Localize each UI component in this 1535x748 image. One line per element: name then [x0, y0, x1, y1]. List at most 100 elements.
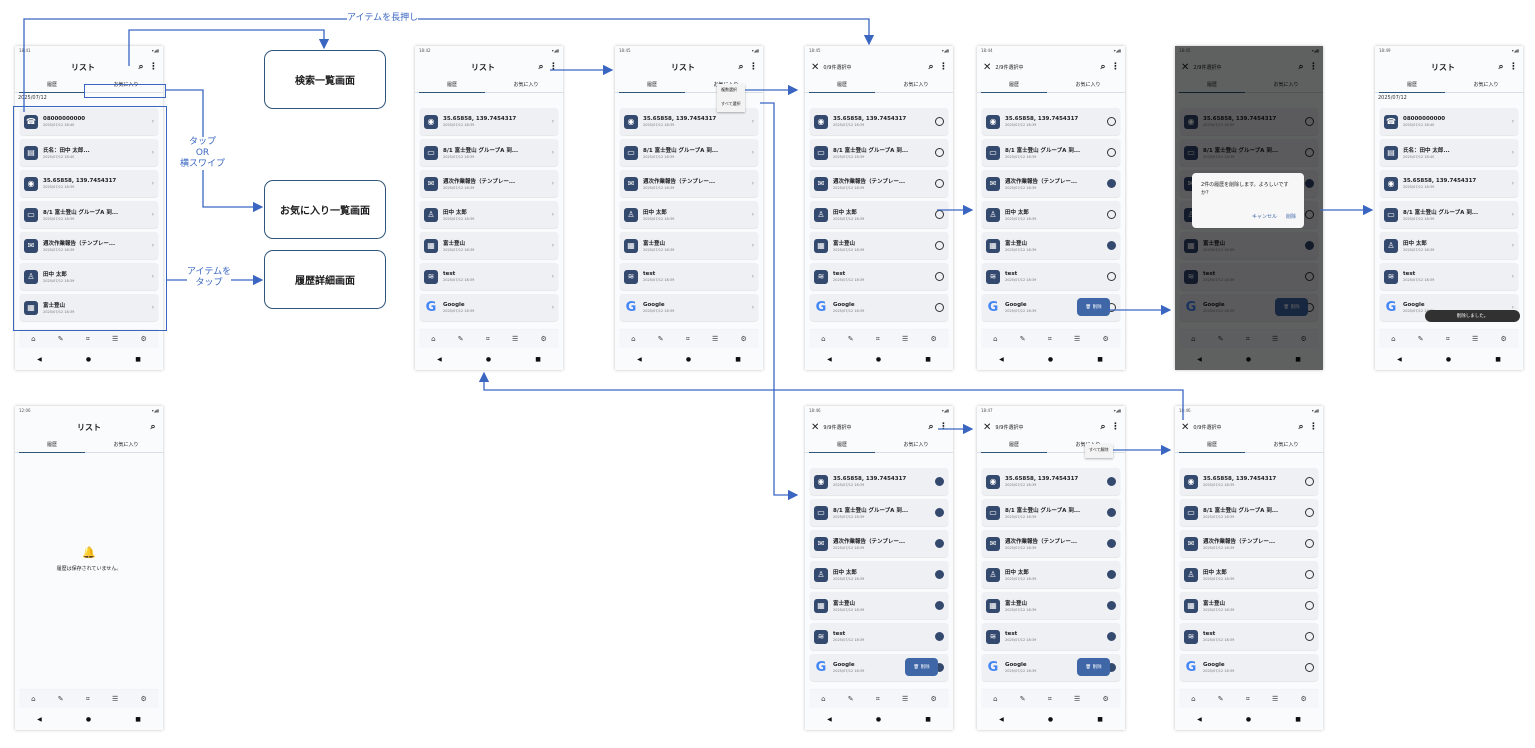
delete-button[interactable]: 🗑 削除	[1077, 298, 1110, 316]
scan-icon[interactable]: ⌗	[1245, 694, 1250, 703]
list-item[interactable]: ✉週次作業報告（テンプレー...2025/07/12 18:39	[810, 170, 948, 197]
recents-icon[interactable]: ■	[135, 715, 141, 723]
search-icon[interactable]: ⌕	[1498, 62, 1504, 72]
home-button-icon[interactable]: ●	[875, 355, 882, 363]
list-item[interactable]: ✉週次作業報告（テンプレー...2025/07/12 18:39	[982, 530, 1120, 557]
pencil-icon[interactable]: ✎	[1417, 335, 1424, 343]
home-icon[interactable]: ⌂	[993, 695, 998, 703]
home-button-icon[interactable]: ●	[1047, 715, 1054, 723]
pencil-icon[interactable]: ✎	[847, 695, 854, 703]
tab-history[interactable]: 履歴	[1375, 78, 1449, 93]
scan-icon[interactable]: ⌗	[1047, 334, 1052, 343]
more-icon[interactable]: ⋮	[749, 62, 758, 72]
recents-icon[interactable]: ■	[925, 715, 931, 723]
pencil-icon[interactable]: ✎	[57, 695, 64, 703]
select-radio[interactable]	[1107, 148, 1116, 157]
recents-icon[interactable]: ■	[535, 355, 541, 363]
select-radio[interactable]	[1305, 570, 1314, 579]
recents-icon[interactable]: ■	[925, 355, 931, 363]
recents-icon[interactable]: ■	[735, 355, 741, 363]
tab-history[interactable]: 履歴	[615, 78, 689, 93]
search-icon[interactable]: ⌕	[138, 62, 144, 72]
menu-item[interactable]: すべて選択	[721, 101, 741, 106]
list-icon[interactable]: ☰	[112, 695, 119, 703]
close-icon[interactable]: ✕	[811, 421, 820, 433]
list-icon[interactable]: ☰	[1074, 695, 1081, 703]
pencil-icon[interactable]: ✎	[1019, 335, 1026, 343]
tab-favorites[interactable]: お気に入り	[903, 82, 929, 88]
list-item[interactable]: ▤氏名：田中 太郎...2025/07/12 18:40›	[1380, 139, 1518, 166]
close-icon[interactable]: ✕	[1181, 421, 1190, 433]
list-icon[interactable]: ☰	[902, 695, 909, 703]
home-icon[interactable]: ⌂	[431, 335, 436, 343]
select-radio[interactable]	[1305, 477, 1314, 486]
gear-icon[interactable]: ⚙	[930, 695, 937, 703]
home-icon[interactable]: ⌂	[1391, 335, 1396, 343]
list-icon[interactable]: ☰	[1472, 335, 1479, 343]
back-icon[interactable]: ◀	[999, 715, 1004, 723]
home-icon[interactable]: ⌂	[821, 335, 826, 343]
back-icon[interactable]: ◀	[827, 715, 832, 723]
scan-icon[interactable]: ⌗	[85, 334, 90, 343]
select-radio[interactable]	[1107, 632, 1116, 641]
menu-item[interactable]: すべて解除	[1089, 447, 1109, 452]
recents-icon[interactable]: ■	[1097, 715, 1103, 723]
select-radio[interactable]	[935, 272, 944, 281]
more-icon[interactable]: ⋮	[939, 62, 948, 72]
search-icon[interactable]: ⌕	[928, 422, 934, 432]
list-item[interactable]: ▭8/1 富士登山 グループA 到...2025/07/12 18:39	[810, 139, 948, 166]
tab-history[interactable]: 履歴	[415, 78, 489, 93]
tab-history[interactable]: 履歴	[977, 78, 1051, 93]
gear-icon[interactable]: ⚙	[1102, 695, 1109, 703]
select-radio[interactable]	[935, 210, 944, 219]
select-radio[interactable]	[1107, 117, 1116, 126]
gear-icon[interactable]: ⚙	[540, 335, 547, 343]
home-button-icon[interactable]: ●	[1445, 355, 1452, 363]
home-button-icon[interactable]: ●	[85, 355, 92, 363]
close-icon[interactable]: ✕	[983, 421, 992, 433]
list-item[interactable]: ✉週次作業報告（テンプレー...2025/07/12 18:39›	[20, 232, 158, 259]
scan-icon[interactable]: ⌗	[875, 694, 880, 703]
select-radio[interactable]	[1107, 601, 1116, 610]
list-item[interactable]: ▭8/1 富士登山 グループA 到...2025/07/12 18:39›	[20, 201, 158, 228]
scan-icon[interactable]: ⌗	[485, 334, 490, 343]
home-icon[interactable]: ⌂	[631, 335, 636, 343]
scan-icon[interactable]: ⌗	[85, 694, 90, 703]
gear-icon[interactable]: ⚙	[140, 335, 147, 343]
back-icon[interactable]: ◀	[1197, 715, 1202, 723]
back-icon[interactable]: ◀	[827, 355, 832, 363]
home-icon[interactable]: ⌂	[1191, 695, 1196, 703]
search-icon[interactable]: ⌕	[150, 422, 156, 432]
gear-icon[interactable]: ⚙	[1300, 695, 1307, 703]
home-button-icon[interactable]: ●	[875, 715, 882, 723]
home-button-icon[interactable]: ●	[485, 355, 492, 363]
home-icon[interactable]: ⌂	[31, 335, 36, 343]
tab-favorites[interactable]: お気に入り	[1273, 442, 1299, 448]
recents-icon[interactable]: ■	[1295, 715, 1301, 723]
list-item[interactable]: ▭8/1 富士登山 グループA 到...2025/07/12 18:39›	[620, 139, 758, 166]
select-radio[interactable]	[935, 241, 944, 250]
home-icon[interactable]: ⌂	[31, 695, 36, 703]
